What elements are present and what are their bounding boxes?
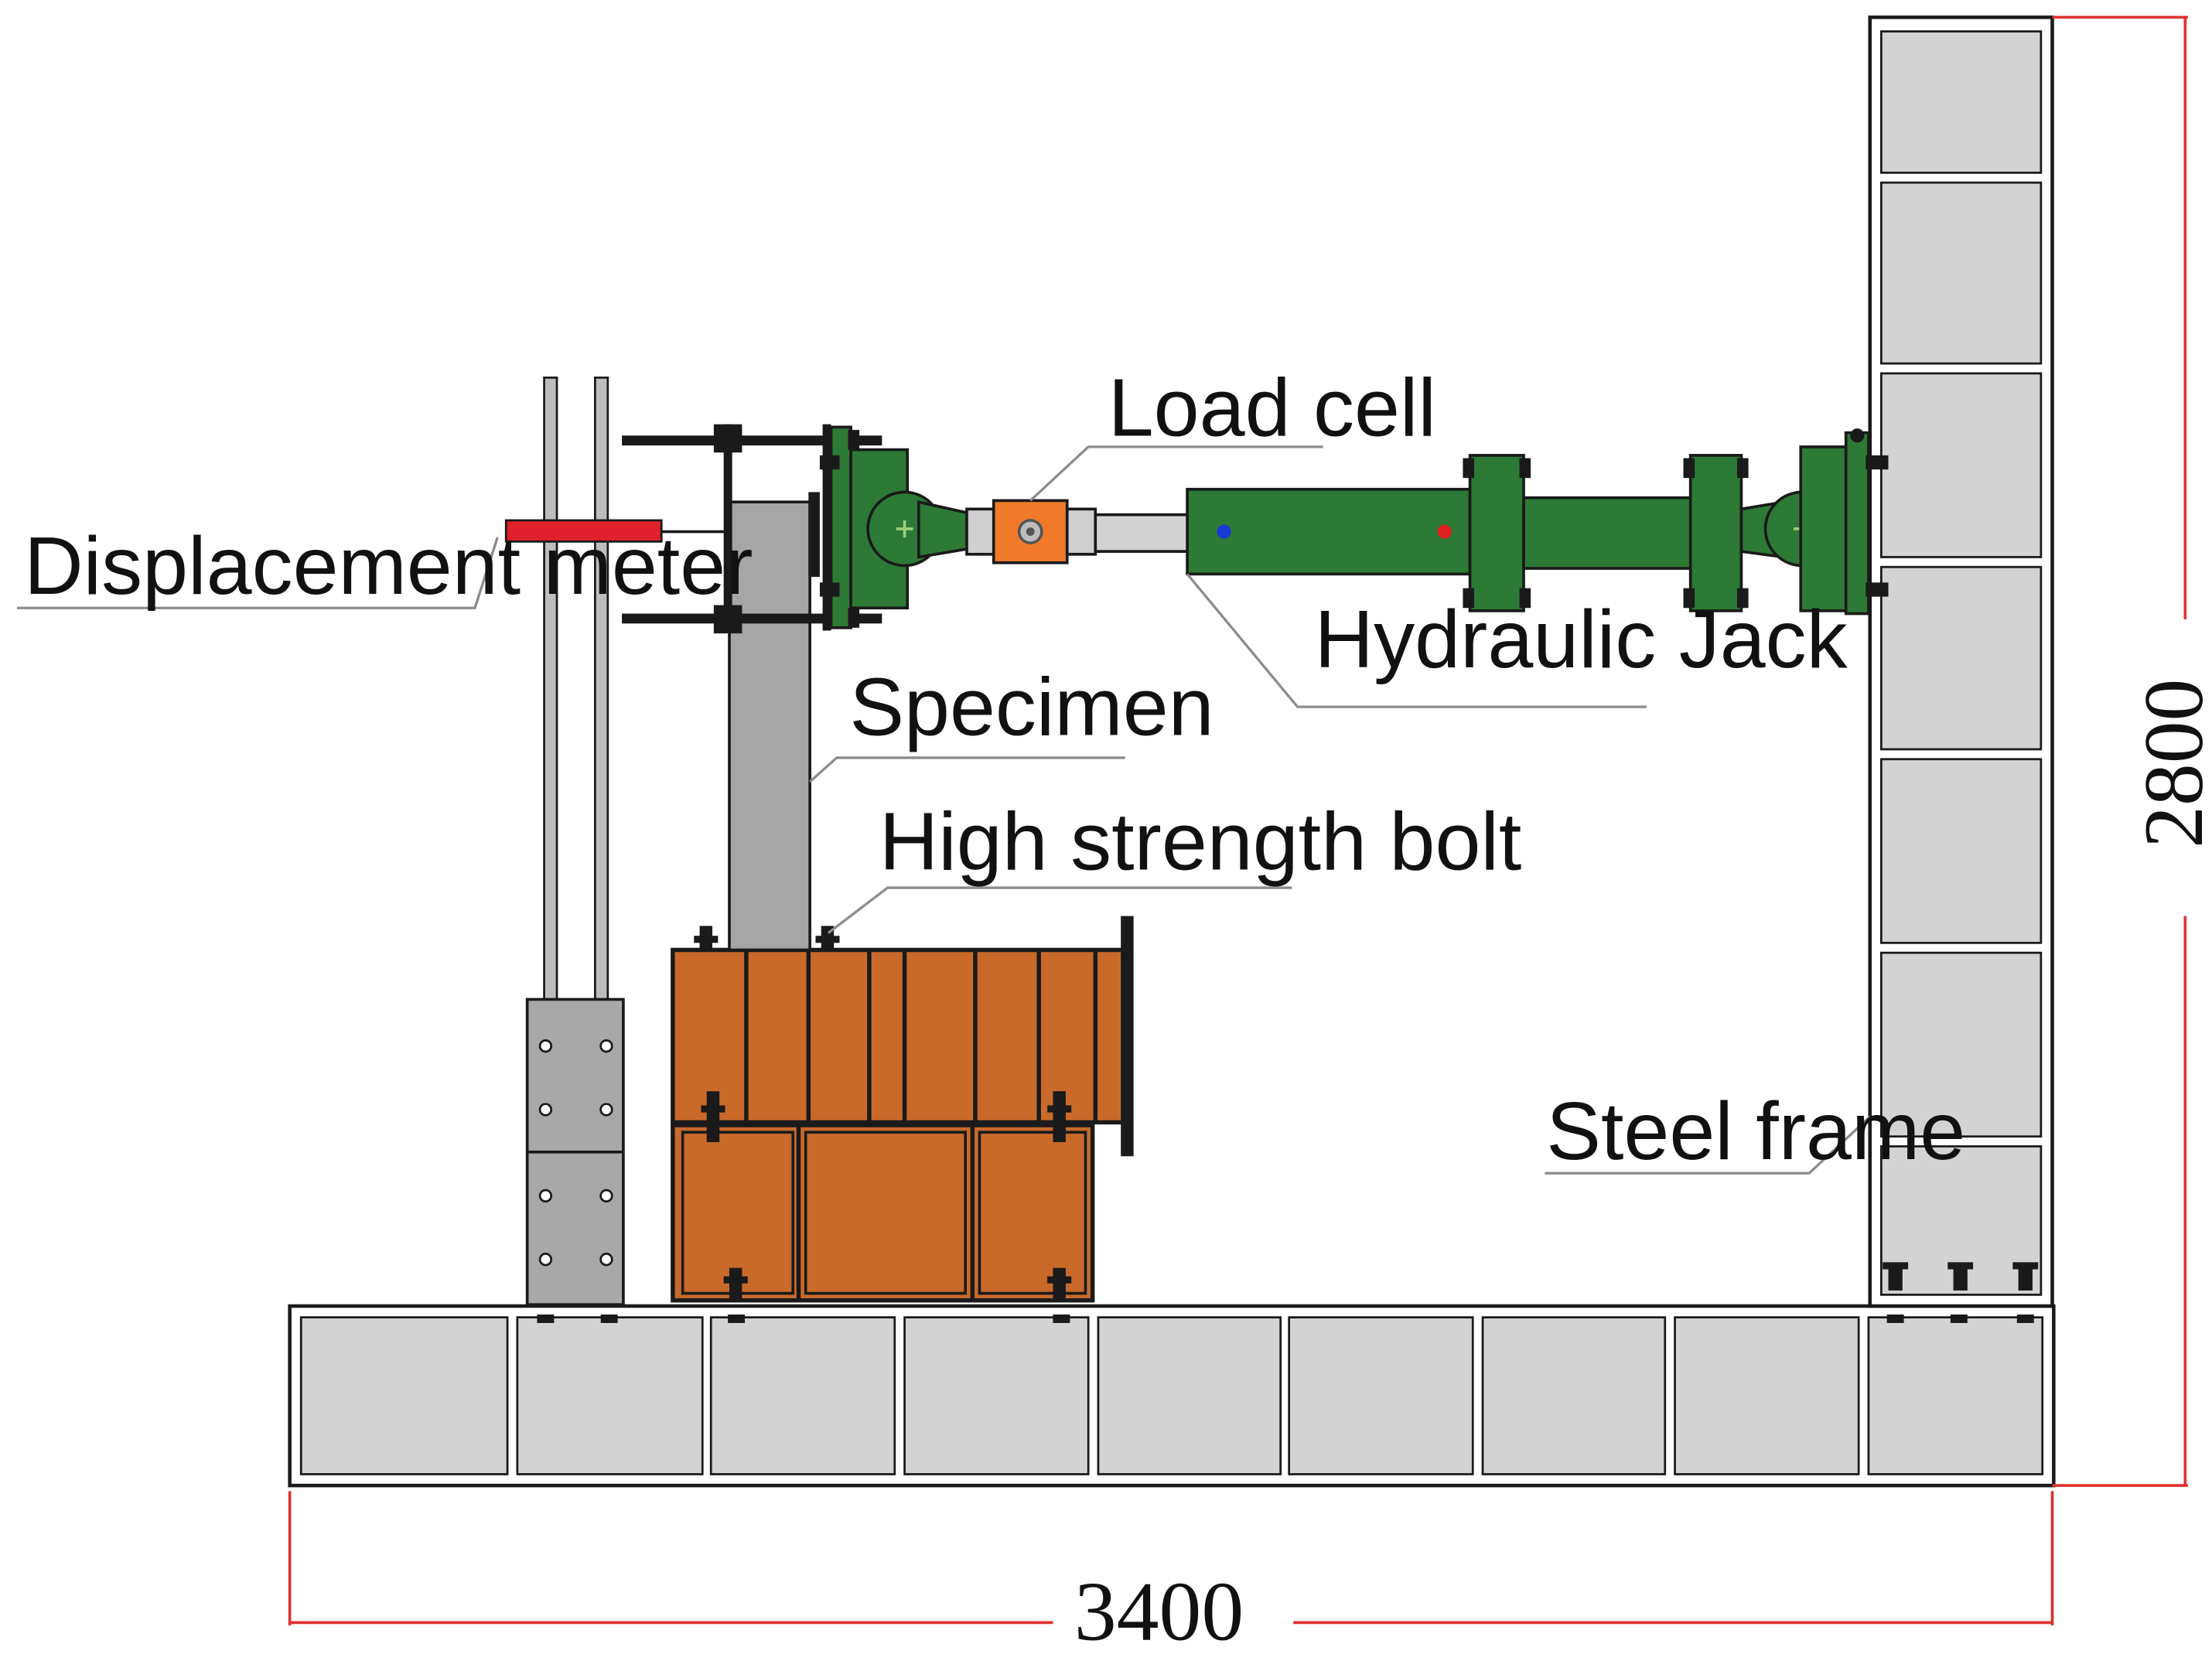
high-strength-bolts (694, 926, 1072, 1299)
specimen (622, 424, 882, 952)
hydraulic-jack-assembly (819, 425, 1889, 629)
dimension-height: 2800 (2052, 15, 2212, 1487)
load-cell (992, 499, 1069, 564)
displacement-meter-stand (525, 376, 625, 1307)
label-high-strength-bolt: High strength bolt (879, 796, 1522, 887)
label-displacement-meter: Displacement meter (24, 520, 753, 612)
reaction-support-block (671, 916, 1134, 1303)
steel-frame (1868, 15, 2054, 1308)
leader-lines (16, 445, 1871, 1175)
dimension-width-value: 3400 (1074, 1564, 1244, 1654)
dimension-width: 3400 (288, 1491, 2054, 1654)
base-beam (288, 1304, 2056, 1488)
label-specimen: Specimen (849, 662, 1214, 753)
label-load-cell: Load cell (1108, 362, 1436, 453)
dimension-height-value: 2800 (2126, 679, 2212, 848)
displacement-meter (504, 519, 732, 543)
label-steel-frame: Steel frame (1546, 1086, 1965, 1177)
label-hydraulic-jack: Hydraulic Jack (1315, 594, 1848, 685)
